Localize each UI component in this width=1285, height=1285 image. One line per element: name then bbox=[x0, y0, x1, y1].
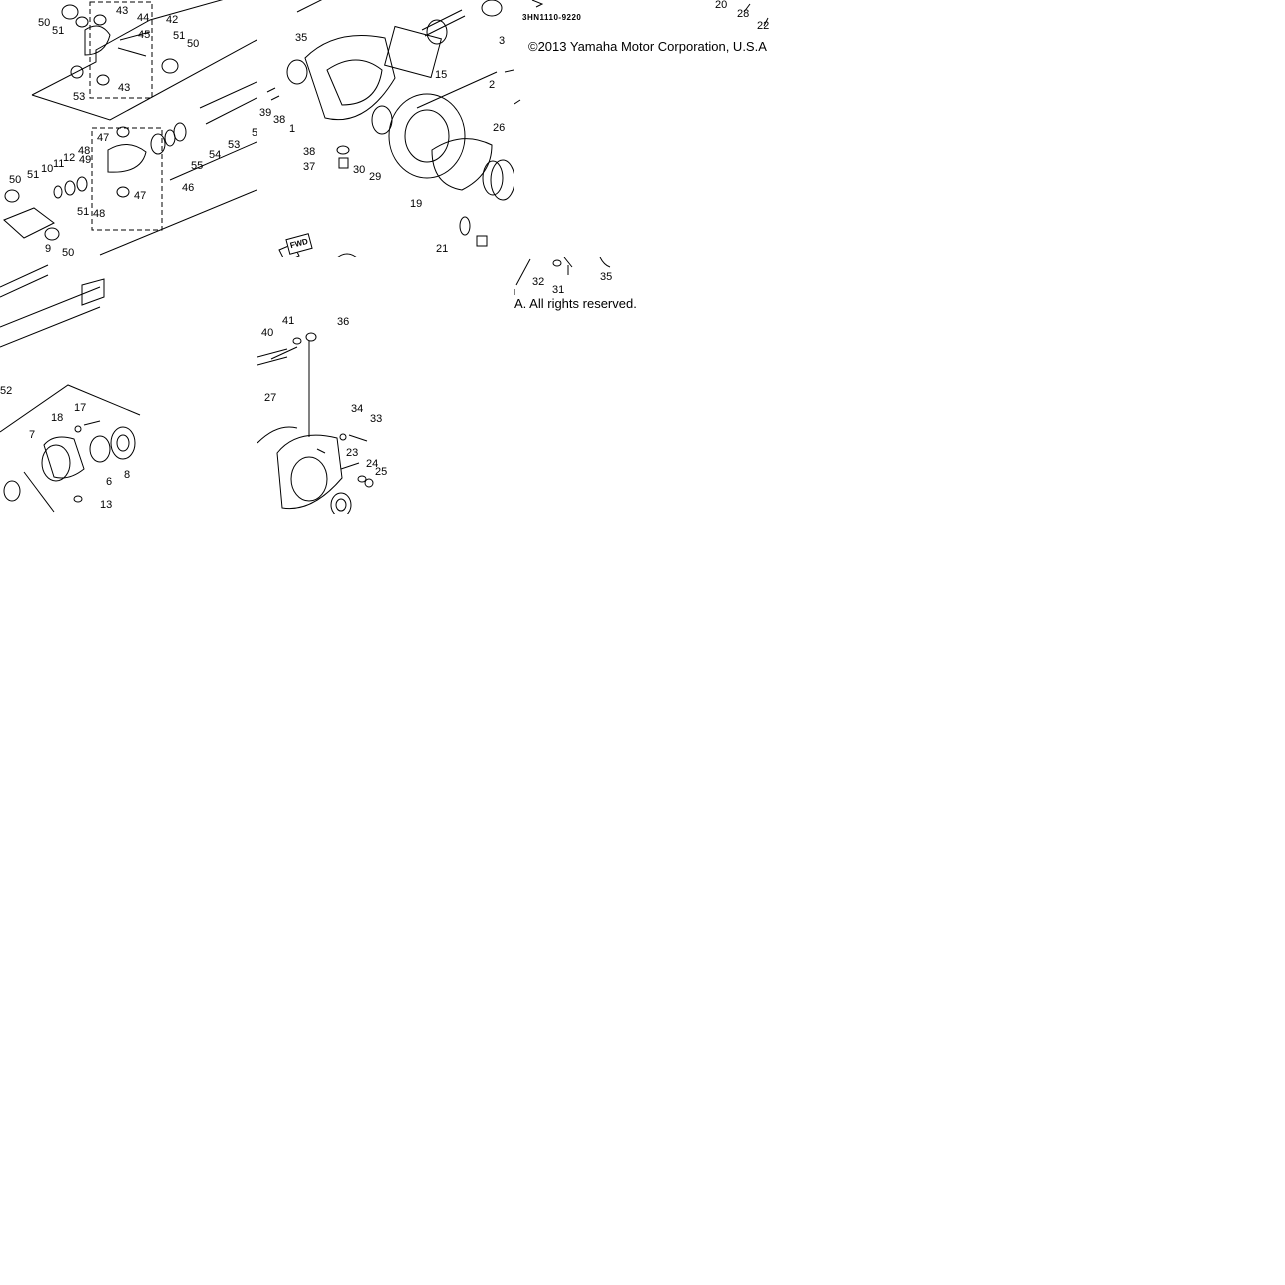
callout-label: 8 bbox=[124, 469, 131, 481]
callout-label: 20 bbox=[715, 0, 728, 11]
copyright-line-2: A. All rights reserved. bbox=[514, 296, 637, 311]
callout-label: 41 bbox=[282, 315, 295, 327]
callout-label: 53 bbox=[228, 139, 241, 151]
callout-label: 27 bbox=[264, 392, 277, 404]
diagram-tile-right-strip: 32 31 35 A. All rights reserved. bbox=[514, 257, 771, 317]
corner-fragment-illustration bbox=[514, 0, 769, 105]
callout-label: 43 bbox=[118, 82, 131, 94]
callout-label: 51 bbox=[77, 206, 90, 218]
bolt-fragment-illustration bbox=[514, 257, 611, 295]
callout-label: 33 bbox=[370, 413, 383, 425]
copyright-line-1: ©2013 Yamaha Motor Corporation, U.S.A bbox=[528, 39, 767, 54]
callout-label: 47 bbox=[97, 132, 110, 144]
callout-label: 49 bbox=[79, 154, 92, 166]
callout-label: 43 bbox=[116, 5, 129, 17]
callout-label: 35 bbox=[295, 32, 308, 44]
callout-label: 25 bbox=[375, 466, 388, 478]
diagram-tile-top-right: 3HN1110-9220 ©2013 Yamaha Motor Corporat… bbox=[514, 0, 771, 257]
callout-label: 26 bbox=[493, 122, 506, 134]
callout-label: 34 bbox=[351, 403, 364, 415]
callout-label: 42 bbox=[166, 14, 179, 26]
callout-label: 2 bbox=[489, 79, 496, 91]
callout-label: 55 bbox=[191, 160, 204, 172]
callout-label: 52 bbox=[0, 385, 13, 397]
callout-label: 28 bbox=[737, 8, 750, 20]
callout-label: 38 bbox=[303, 146, 316, 158]
callout-label: 46 bbox=[182, 182, 195, 194]
callout-label: 50 bbox=[187, 38, 200, 50]
callout-label: 37 bbox=[303, 161, 316, 173]
callout-label: 12 bbox=[63, 152, 76, 164]
diagram-tile-bottom-left: 52 18 17 7 6 8 13 bbox=[0, 257, 257, 514]
diagram-tile-top-center: FWD 35 39 38 1 15 38 37 30 29 2 3 26 19 … bbox=[257, 0, 514, 257]
callout-label: 39 bbox=[259, 107, 272, 119]
callout-label: 13 bbox=[100, 499, 113, 511]
diagram-tile-top-left: 50 51 43 44 45 42 51 50 53 43 47 48 49 1… bbox=[0, 0, 257, 257]
universal-joint-illustration bbox=[3, 0, 257, 256]
axle-shaft-illustration bbox=[0, 264, 141, 513]
callout-label: 48 bbox=[93, 208, 106, 220]
part-code: 3HN1110-9220 bbox=[522, 13, 582, 22]
callout-label: 9 bbox=[45, 243, 52, 255]
callout-label: 50 bbox=[9, 174, 22, 186]
callout-label: 23 bbox=[346, 447, 359, 459]
callout-label: 22 bbox=[757, 20, 770, 32]
callout-label: 3 bbox=[499, 35, 506, 47]
callout-label: 17 bbox=[74, 402, 87, 414]
callout-label: 54 bbox=[209, 149, 222, 161]
callout-label: 48 bbox=[78, 145, 91, 157]
callout-label: 51 bbox=[52, 25, 65, 37]
drive-cover-illustration bbox=[257, 332, 374, 514]
callout-label: 40 bbox=[261, 327, 274, 339]
diagram-tile-bottom-center: 41 40 36 27 34 33 23 24 25 bbox=[257, 257, 514, 514]
callout-label: 21 bbox=[436, 243, 449, 255]
callout-label: 51 bbox=[27, 169, 40, 181]
callout-label: 15 bbox=[435, 69, 448, 81]
callout-label: 6 bbox=[106, 476, 113, 488]
callout-label: 47 bbox=[134, 190, 147, 202]
callout-label: 18 bbox=[51, 412, 64, 424]
callout-label: 31 bbox=[552, 284, 565, 296]
callout-label: 53 bbox=[73, 91, 86, 103]
callout-label: 36 bbox=[337, 316, 350, 328]
callout-label: 1 bbox=[289, 123, 296, 135]
callout-label: 38 bbox=[273, 114, 286, 126]
callout-label: 32 bbox=[532, 276, 545, 288]
callout-label: 51 bbox=[173, 30, 186, 42]
callout-label: 35 bbox=[600, 271, 613, 283]
callout-label: 7 bbox=[29, 429, 36, 441]
differential-housing-illustration bbox=[266, 0, 514, 257]
callout-label: 19 bbox=[410, 198, 423, 210]
callout-label: 50 bbox=[62, 247, 75, 258]
callout-label: 10 bbox=[41, 163, 54, 175]
callout-label: 45 bbox=[138, 29, 151, 41]
callout-label: 50 bbox=[38, 17, 51, 29]
callout-label: 30 bbox=[353, 164, 366, 176]
callout-label: 44 bbox=[137, 12, 150, 24]
callout-label: 29 bbox=[369, 171, 382, 183]
callout-label: 5 bbox=[252, 127, 257, 139]
callout-label: 11 bbox=[53, 158, 65, 170]
callout-label: 24 bbox=[366, 458, 379, 470]
